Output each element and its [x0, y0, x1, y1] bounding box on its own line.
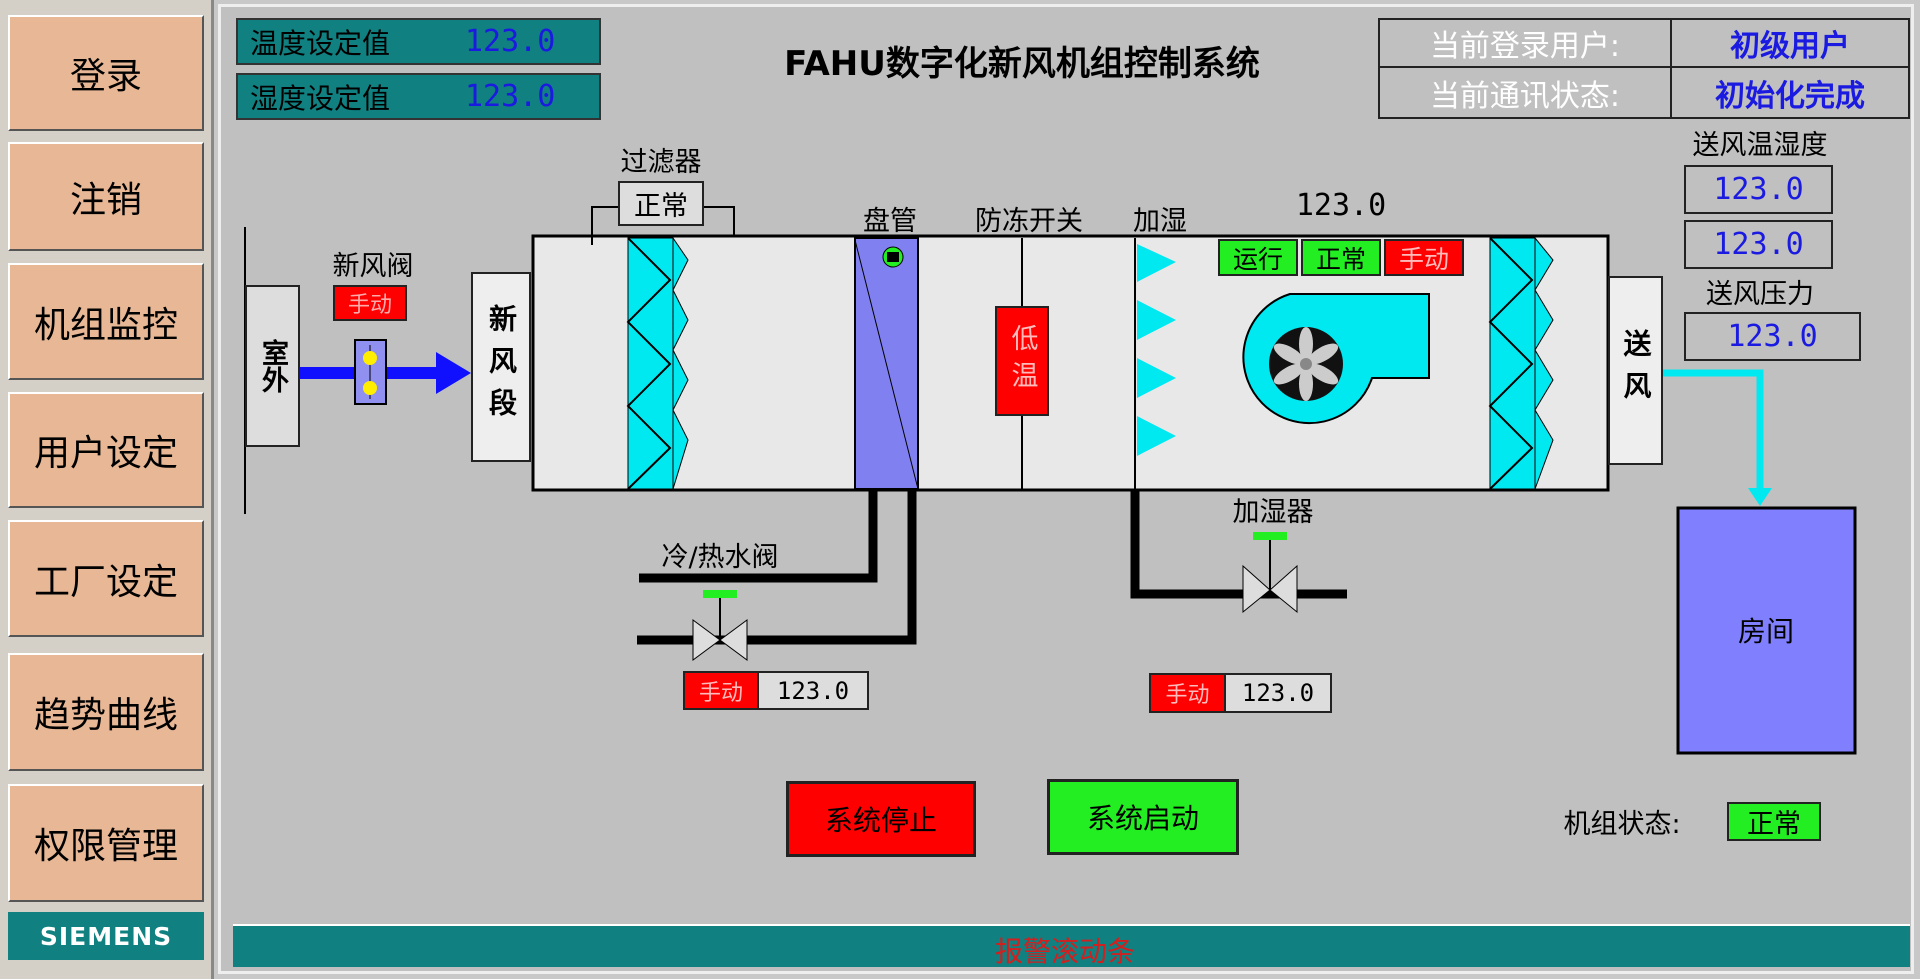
humidifier-value[interactable]: 123.0 [1224, 673, 1332, 713]
fan-fault-status: 正常 [1301, 239, 1381, 276]
page-title: FAHU数字化新风机组控制系统 [784, 44, 1260, 84]
siemens-logo: SIEMENS [8, 912, 204, 960]
water-valve-mode[interactable]: 手动 [683, 671, 759, 710]
water-valve-value[interactable]: 123.0 [757, 671, 869, 710]
filter-icon [626, 236, 689, 490]
airflow-arrow-icon [436, 352, 471, 394]
supply-air-section: 送风 [1608, 276, 1663, 465]
damper-icon [354, 339, 387, 405]
humidity-setpoint-label: 湿度设定值 [250, 81, 391, 115]
alarm-scroll-bar: 报警滚动条 [233, 924, 1910, 968]
humidifier-valve-icon [1242, 532, 1298, 614]
coil-icon [854, 237, 919, 490]
nav-login[interactable]: 登录 [8, 15, 204, 131]
alarm-text: 报警滚动条 [994, 935, 1136, 968]
outdoor-block: 室外 [245, 285, 300, 447]
temp-setpoint-label: 温度设定值 [250, 26, 391, 60]
nav-unit-monitor[interactable]: 机组监控 [8, 263, 204, 380]
filter-icon [1488, 236, 1554, 490]
room-block [1676, 506, 1857, 755]
login-user-label: 当前登录用户: [1378, 18, 1672, 68]
temp-setpoint-value: 123.0 [465, 24, 556, 59]
nav-logout[interactable]: 注销 [8, 142, 204, 251]
humidity-setpoint-field[interactable]: 湿度设定值 123.0 [236, 73, 601, 120]
unit-status-badge: 正常 [1727, 802, 1821, 841]
supply-pressure-label: 送风压力 [1706, 279, 1814, 310]
humidifier-label: 加湿器 [1232, 497, 1314, 528]
fresh-damper-label: 新风阀 [332, 251, 414, 282]
comm-status-value: 初始化完成 [1670, 66, 1910, 119]
supply-th-label: 送风温湿度 [1692, 130, 1828, 161]
coil-label: 盘管 [863, 206, 917, 237]
temp-setpoint-field[interactable]: 温度设定值 123.0 [236, 18, 601, 65]
fan-icon [1242, 293, 1430, 425]
humidifier-mode[interactable]: 手动 [1149, 673, 1226, 713]
unit-status-label: 机组状态: [1563, 809, 1681, 840]
humidify-label: 加湿 [1133, 206, 1187, 237]
fresh-damper-mode[interactable]: 手动 [333, 285, 407, 321]
room-label: 房间 [1737, 615, 1795, 648]
nav-factory-settings[interactable]: 工厂设定 [8, 520, 204, 637]
fan-mode-status[interactable]: 手动 [1384, 239, 1464, 276]
supply-pressure-value: 123.0 [1684, 312, 1861, 361]
nav-trend-curves[interactable]: 趋势曲线 [8, 653, 204, 771]
system-stop-button[interactable]: 系统停止 [786, 781, 976, 857]
nav-permissions[interactable]: 权限管理 [8, 784, 204, 902]
fan-run-status: 运行 [1218, 239, 1298, 276]
antifreeze-label: 防冻开关 [975, 206, 1083, 237]
antifreeze-status: 低温 [995, 306, 1049, 416]
sidebar: 登录 注销 机组监控 用户设定 工厂设定 趋势曲线 权限管理 SIEMENS [0, 0, 214, 979]
login-user-value: 初级用户 [1670, 18, 1910, 68]
supply-temp-value: 123.0 [1684, 165, 1833, 214]
humidity-setpoint-value: 123.0 [465, 79, 556, 114]
system-start-button[interactable]: 系统启动 [1047, 779, 1239, 855]
filter-status: 正常 [618, 181, 704, 226]
supply-humidity-value: 123.0 [1684, 220, 1833, 269]
humidifier-nozzle-icon [1137, 244, 1176, 456]
fan-value: 123.0 [1295, 188, 1387, 223]
water-valve-label: 冷/热水阀 [661, 542, 779, 573]
nav-user-settings[interactable]: 用户设定 [8, 392, 204, 508]
filter-label: 过滤器 [620, 147, 702, 178]
comm-status-label: 当前通讯状态: [1378, 66, 1672, 119]
water-valve-icon [692, 590, 748, 661]
fresh-air-section: 新风段 [471, 272, 531, 462]
